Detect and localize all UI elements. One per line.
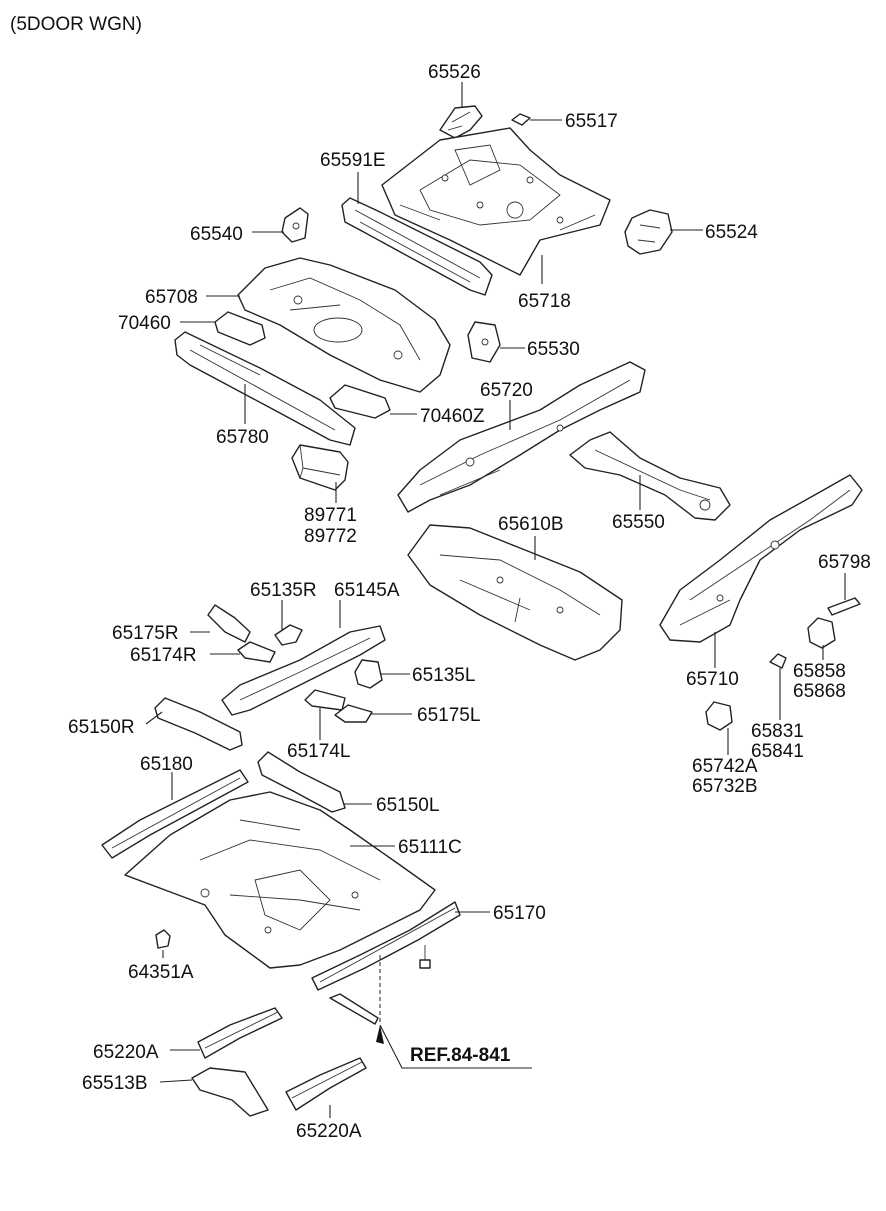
label-65220A-top: 65220A xyxy=(93,1042,159,1063)
label-65135R: 65135R xyxy=(250,580,317,601)
part-64351A-drawing xyxy=(155,929,171,949)
part-65135L-drawing xyxy=(354,659,383,689)
part-labels: 65526 65517 65591E 65540 65524 65708 657… xyxy=(68,62,871,1142)
part-65798-drawing xyxy=(827,597,861,616)
label-65145A: 65145A xyxy=(334,580,400,601)
label-65708: 65708 xyxy=(145,287,198,308)
label-65732B: 65732B xyxy=(692,776,758,797)
label-65610B: 65610B xyxy=(498,514,564,535)
part-65220A-bottom-drawing xyxy=(285,1057,367,1111)
part-65175L-drawing xyxy=(334,704,373,723)
diagram-header: (5DOOR WGN) xyxy=(10,14,142,35)
part-65145A-drawing xyxy=(221,625,386,716)
label-65841: 65841 xyxy=(751,741,804,762)
part-65550-drawing xyxy=(569,431,731,521)
label-65513B: 65513B xyxy=(82,1073,148,1094)
label-65170: 65170 xyxy=(493,903,546,924)
label-65798: 65798 xyxy=(818,552,871,573)
part-65524-drawing xyxy=(624,209,673,255)
label-65831: 65831 xyxy=(751,721,804,742)
part-65720-drawing xyxy=(397,361,646,513)
label-65174R: 65174R xyxy=(130,645,197,666)
label-65526: 65526 xyxy=(428,62,481,83)
part-65150L-drawing xyxy=(257,751,346,813)
label-65591E: 65591E xyxy=(320,150,386,171)
part-65610B-drawing xyxy=(407,524,623,661)
label-65111C: 65111C xyxy=(398,837,462,858)
label-65530: 65530 xyxy=(527,339,580,360)
label-65868: 65868 xyxy=(793,681,846,702)
label-70460Z: 70460Z xyxy=(420,406,485,427)
part-65742A-drawing xyxy=(705,701,733,731)
label-65517: 65517 xyxy=(565,111,618,132)
part-89771-drawing xyxy=(291,444,349,491)
label-65174L: 65174L xyxy=(287,741,350,762)
part-65708-drawing xyxy=(237,257,451,393)
label-65220A-bottom: 65220A xyxy=(296,1121,362,1142)
part-65718-drawing xyxy=(381,127,611,276)
label-65550: 65550 xyxy=(612,512,665,533)
label-65710: 65710 xyxy=(686,669,739,690)
part-65180-drawing xyxy=(101,769,249,859)
label-65150R: 65150R xyxy=(68,717,135,738)
part-65780-drawing xyxy=(174,331,356,446)
bolt-drawing xyxy=(419,945,431,969)
part-70460-drawing xyxy=(214,311,266,346)
label-65780: 65780 xyxy=(216,427,269,448)
label-65718: 65718 xyxy=(518,291,571,312)
part-65513B-drawing xyxy=(191,1067,269,1117)
part-65831-drawing xyxy=(769,653,787,669)
label-65524: 65524 xyxy=(705,222,758,243)
label-65135L: 65135L xyxy=(412,665,475,686)
part-65530-drawing xyxy=(467,321,501,363)
label-ref-84-841[interactable]: REF.84-841 xyxy=(410,1045,511,1066)
label-65175R: 65175R xyxy=(112,623,179,644)
part-70460Z-drawing xyxy=(329,384,391,419)
part-65517-drawing xyxy=(511,113,531,126)
label-65175L: 65175L xyxy=(417,705,480,726)
label-89771: 89771 xyxy=(304,505,357,526)
part-65710-drawing xyxy=(659,474,863,643)
part-65540-drawing xyxy=(281,207,309,243)
label-65858: 65858 xyxy=(793,661,846,682)
label-65150L: 65150L xyxy=(376,795,439,816)
label-65742A: 65742A xyxy=(692,756,758,777)
part-65135R-drawing xyxy=(274,624,303,646)
part-65111C-drawing xyxy=(124,791,436,969)
label-65180: 65180 xyxy=(140,754,193,775)
ref-bracket-drawing xyxy=(329,993,379,1025)
label-65720: 65720 xyxy=(480,380,533,401)
part-65591E-drawing xyxy=(341,197,493,296)
part-65174L-drawing xyxy=(304,689,346,711)
part-65150R-drawing xyxy=(154,697,243,751)
part-65858-drawing xyxy=(807,617,836,649)
label-89772: 89772 xyxy=(304,526,357,547)
part-65220A-top-drawing xyxy=(197,1007,283,1059)
part-65170-drawing xyxy=(311,901,461,991)
label-65540: 65540 xyxy=(190,224,243,245)
part-65174R-drawing xyxy=(237,641,276,663)
part-65175R-drawing xyxy=(207,604,251,643)
label-70460: 70460 xyxy=(118,313,171,334)
label-64351A: 64351A xyxy=(128,962,194,983)
leader-lines xyxy=(145,82,846,1118)
